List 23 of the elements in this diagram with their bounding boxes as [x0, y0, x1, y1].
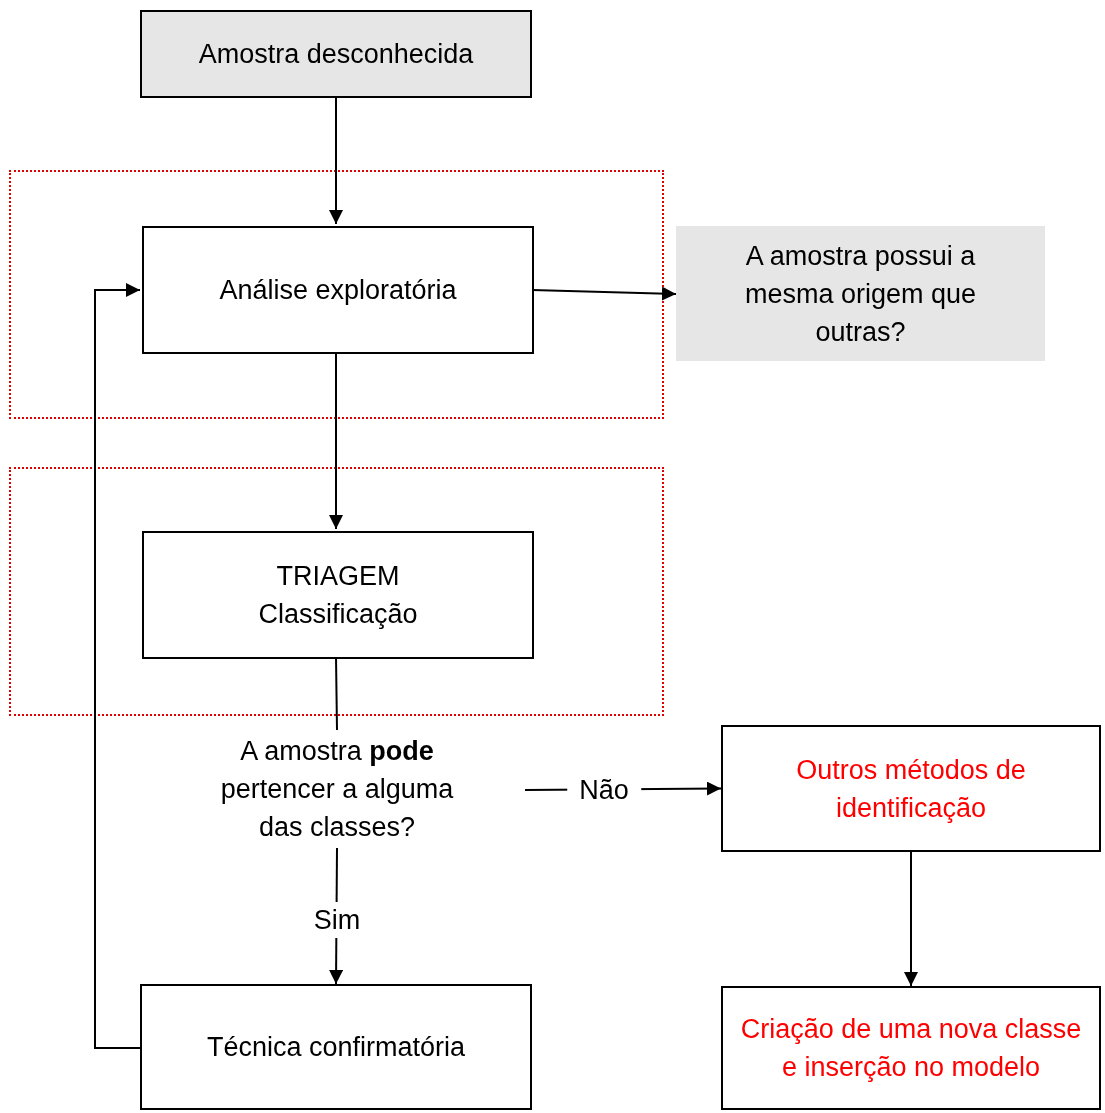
- process-box: [140, 984, 532, 1110]
- process-box: [721, 725, 1101, 852]
- process-box: [140, 10, 532, 98]
- process-box: [142, 226, 534, 354]
- arrow: [531, 286, 677, 301]
- node-text: Técnica confirmatória: [206, 1031, 466, 1064]
- process-box: [142, 531, 534, 659]
- node-text: Outros métodos de identificação: [795, 753, 1027, 825]
- arrow: [329, 351, 343, 530]
- question-box: [676, 226, 1045, 361]
- node-text: Análise exploratória: [219, 274, 457, 307]
- node-text: A amostra possui a mesma origem que outras?: [743, 239, 978, 349]
- node-text: TRIAGEM: [276, 560, 400, 593]
- arrow: [904, 851, 918, 987]
- dotted-group-frame: [9, 467, 664, 716]
- arrow: [329, 97, 343, 225]
- node-text: Classificação: [258, 598, 418, 631]
- arrow: [94, 283, 141, 1049]
- dotted-group-frame: [9, 170, 664, 419]
- node-text: Amostra desconhecida: [198, 38, 474, 71]
- node-text: Criação de uma nova classe e inserção no modelo: [739, 1013, 1083, 1084]
- process-box: [721, 986, 1101, 1110]
- node-text: A amostra pode pertencer a alguma das classes?: [219, 735, 455, 844]
